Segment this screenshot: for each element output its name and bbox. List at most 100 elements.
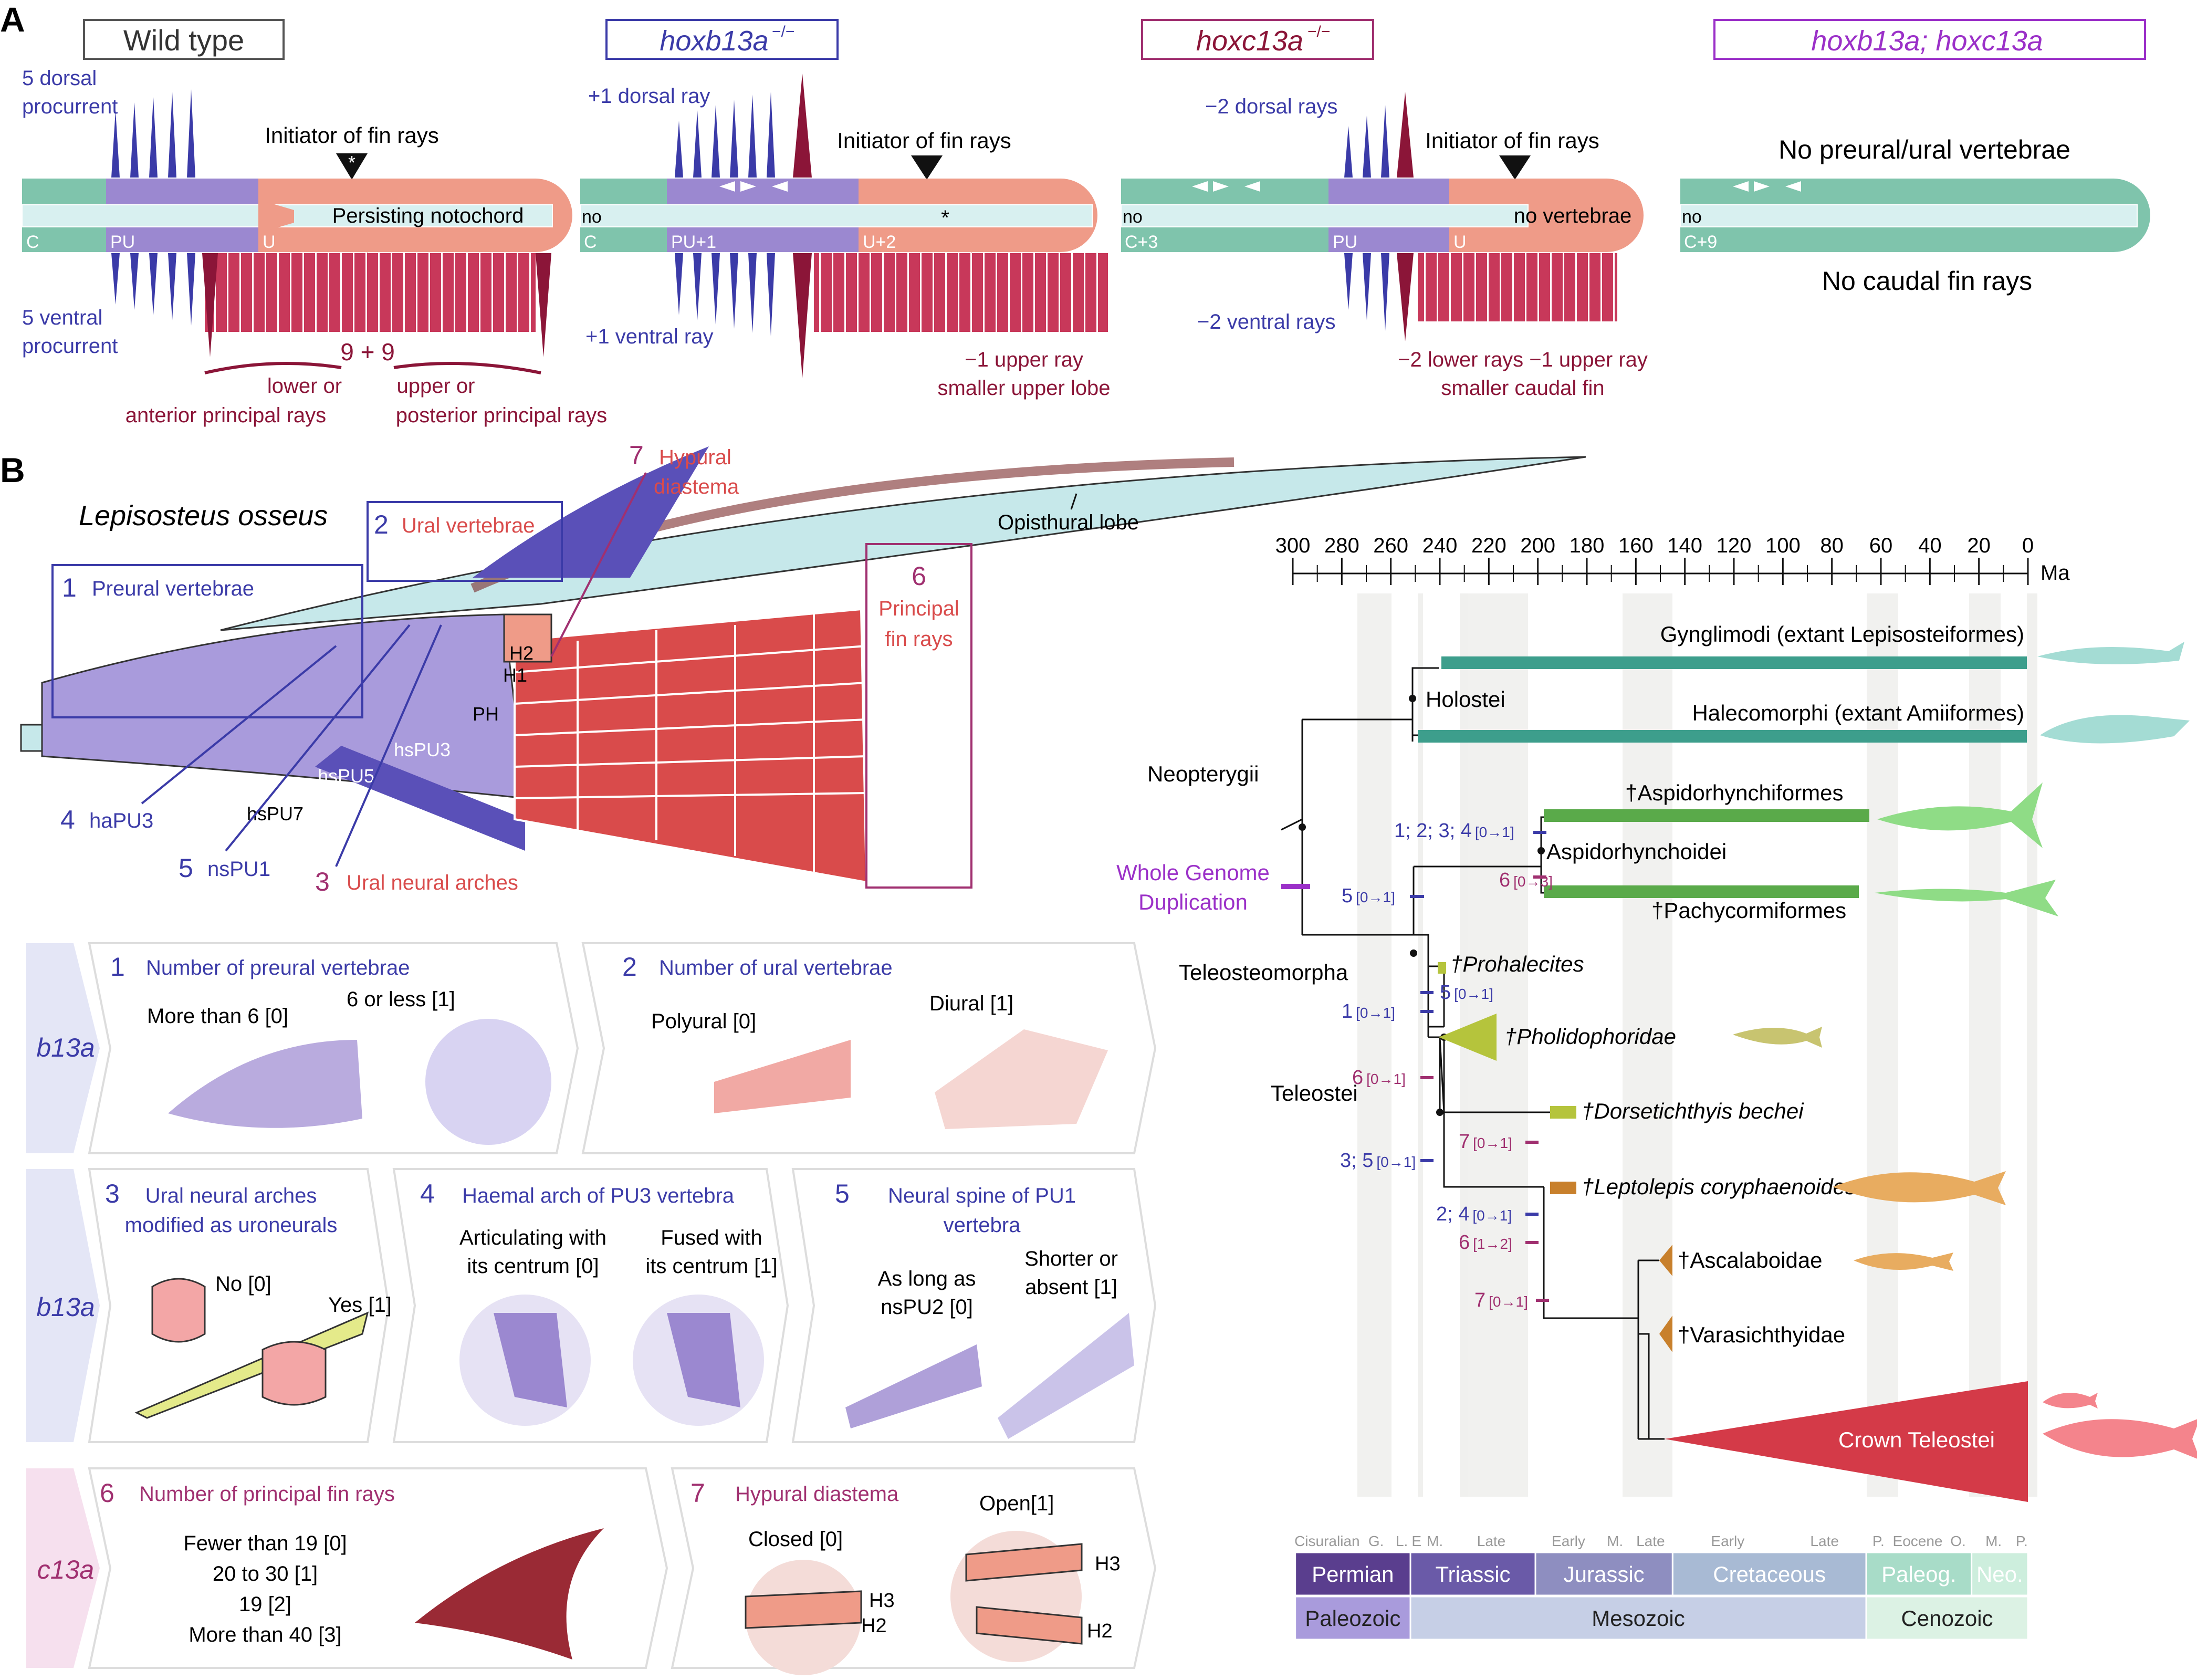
tree-aspidorhynchiformes: †Aspidorhynchiformes (1625, 780, 1844, 805)
time-tick-label: 200 (1520, 534, 1555, 557)
hoxb13a-no: no (582, 207, 602, 227)
tree-wgd-1: Whole Genome (1116, 860, 1270, 885)
hoxc13a-dorsal: −2 dorsal rays (1205, 95, 1337, 118)
ch6-a-2: 20 to 30 [1] (213, 1562, 318, 1585)
ch6-title: Number of principal fin rays (139, 1483, 395, 1506)
wild-type-title-box (83, 19, 285, 60)
wt-ray-count: 9 + 9 (340, 338, 395, 366)
wild-type-title: Wild type (123, 24, 244, 57)
hoxb13a-seg-c: C (584, 232, 597, 252)
ch4-a-2: its centrum [0] (467, 1255, 599, 1278)
double-seg-c: C+9 (1684, 232, 1717, 252)
tree-holostei: Holostei (1426, 687, 1505, 712)
ch7-h2-a: H2 (861, 1615, 887, 1637)
epoch-label: E (1411, 1533, 1421, 1549)
epoch-label: M. (1985, 1533, 2002, 1549)
epoch-label: P. (1872, 1533, 1885, 1549)
tree-halecomorphi: Halecomorphi (extant Amiiformes) (1692, 701, 2024, 725)
l2-num: 2 (374, 510, 389, 539)
ch6-a-3: 19 [2] (239, 1593, 291, 1616)
ch5-num: 5 (835, 1179, 850, 1208)
l6-num: 6 (912, 561, 926, 591)
ch5-a-2: nsPU2 [0] (881, 1296, 973, 1319)
fish-amia-icon (2040, 715, 2190, 744)
wt-lower-label-2: anterior principal rays (125, 404, 326, 427)
tree-dorsetichthys: †Dorsetichthyis bechei (1582, 1099, 1804, 1123)
wild-type-diagram: Wild type 5 dorsal procurrent Initiator … (22, 19, 607, 427)
time-tick-label: 120 (1717, 534, 1752, 557)
time-tick-label: 260 (1373, 534, 1408, 557)
bar-dorsetichthys (1550, 1106, 1576, 1119)
tree-leptolepis: †Leptolepis coryphaenoides (1582, 1174, 1856, 1199)
hoxc13a-title: hoxc13a (1196, 25, 1303, 57)
fish-leptolepis-icon (1833, 1171, 2006, 1205)
epoch-label: Early (1711, 1533, 1744, 1549)
ch3-num: 3 (105, 1179, 120, 1208)
opisthural-label: Opisthural lobe (998, 511, 1139, 534)
fish-pholidophorus-icon (1733, 1027, 1822, 1048)
wt-ventral-label-2: procurrent (22, 335, 118, 358)
ch7-a: Closed [0] (748, 1528, 843, 1551)
hspu5-label: hsPU5 (318, 765, 374, 787)
period-label: Cretaceous (1713, 1562, 1826, 1587)
era-label: Cenozoic (1901, 1606, 1993, 1631)
l6-label-1: Principal (878, 597, 959, 620)
double-bottom: No caudal fin rays (1822, 266, 2032, 296)
hoxb13a-note-2: smaller upper lobe (937, 377, 1110, 400)
hoxb13a-initiator: Initiator of fin rays (837, 128, 1011, 153)
ch4-b-1: Fused with (661, 1226, 762, 1249)
wt-star-1: * (348, 152, 355, 173)
l1-label: Preural vertebrae (92, 577, 254, 600)
epoch-label: Early (1552, 1533, 1585, 1549)
gene-2: b13a (36, 1292, 95, 1322)
epoch-label: L. (1396, 1533, 1408, 1549)
bar-gynglimodi (1441, 656, 2027, 669)
hoxb13a-seg-u: U+2 (863, 232, 896, 252)
hoxc13a-seg-u: U (1453, 232, 1467, 252)
ch5-b-2: absent [1] (1025, 1276, 1117, 1299)
ch6-num: 6 (100, 1478, 114, 1508)
tree-varasichthyidae: †Varasichthyidae (1678, 1322, 1845, 1347)
panel-a-letter: A (0, 0, 25, 39)
ch6-a-4: More than 40 [3] (189, 1623, 341, 1646)
ch5-title-2: vertebra (944, 1214, 1021, 1237)
tree-gynglimodi: Gynglimodi (extant Lepisosteiformes) (1660, 622, 2024, 646)
time-unit: Ma (2041, 561, 2070, 585)
cc-11: 7[0→1] (1474, 1289, 1528, 1311)
period-label: Jurassic (1564, 1562, 1645, 1587)
cc-9: 2; 4[0→1] (1436, 1203, 1512, 1225)
ch1-num: 1 (110, 952, 125, 982)
time-tick-label: 0 (2022, 534, 2034, 557)
tree-ascalaboidae: †Ascalaboidae (1678, 1248, 1823, 1272)
fish-teleost-small-icon (2043, 1393, 2098, 1408)
hoxc13a-seg-pu: PU (1333, 232, 1357, 252)
wt-seg-u: U (263, 232, 276, 252)
fish-aspidorhynchus-icon (1877, 782, 2043, 848)
period-label: Triassic (1435, 1562, 1510, 1587)
time-tick-label: 240 (1422, 534, 1458, 557)
wedge-varasichthyidae (1659, 1316, 1672, 1352)
epoch-label: Late (1636, 1533, 1665, 1549)
epoch-label: M. (1607, 1533, 1623, 1549)
time-tick-label: 80 (1820, 534, 1844, 557)
ch7-h3-b: H3 (1095, 1553, 1121, 1575)
l4-num: 4 (60, 805, 75, 834)
ch7-num: 7 (691, 1478, 705, 1508)
tree-prohalecites: †Prohalecites (1450, 952, 1584, 976)
l7-label-2: diastema (654, 475, 739, 498)
ch3-title-1: Ural neural arches (145, 1184, 317, 1207)
epoch-label: Eocene (1893, 1533, 1943, 1549)
l7-label-1: Hypural (659, 446, 731, 469)
period-label: Paleog. (1881, 1562, 1956, 1587)
time-tick-label: 160 (1618, 534, 1654, 557)
hoxb13a-seg-pu: PU+1 (671, 232, 716, 252)
ch7-h3-a: H3 (869, 1590, 895, 1612)
l4-label: haPU3 (89, 809, 153, 832)
gene-1: b13a (36, 1033, 95, 1062)
ch2-b: Diural [1] (929, 992, 1013, 1015)
hoxc13a-note-1: −2 lower rays −1 upper ray (1398, 348, 1648, 371)
ph-label: PH (473, 703, 499, 725)
tree-teleosteomorpha: Teleosteomorpha (1179, 960, 1348, 985)
